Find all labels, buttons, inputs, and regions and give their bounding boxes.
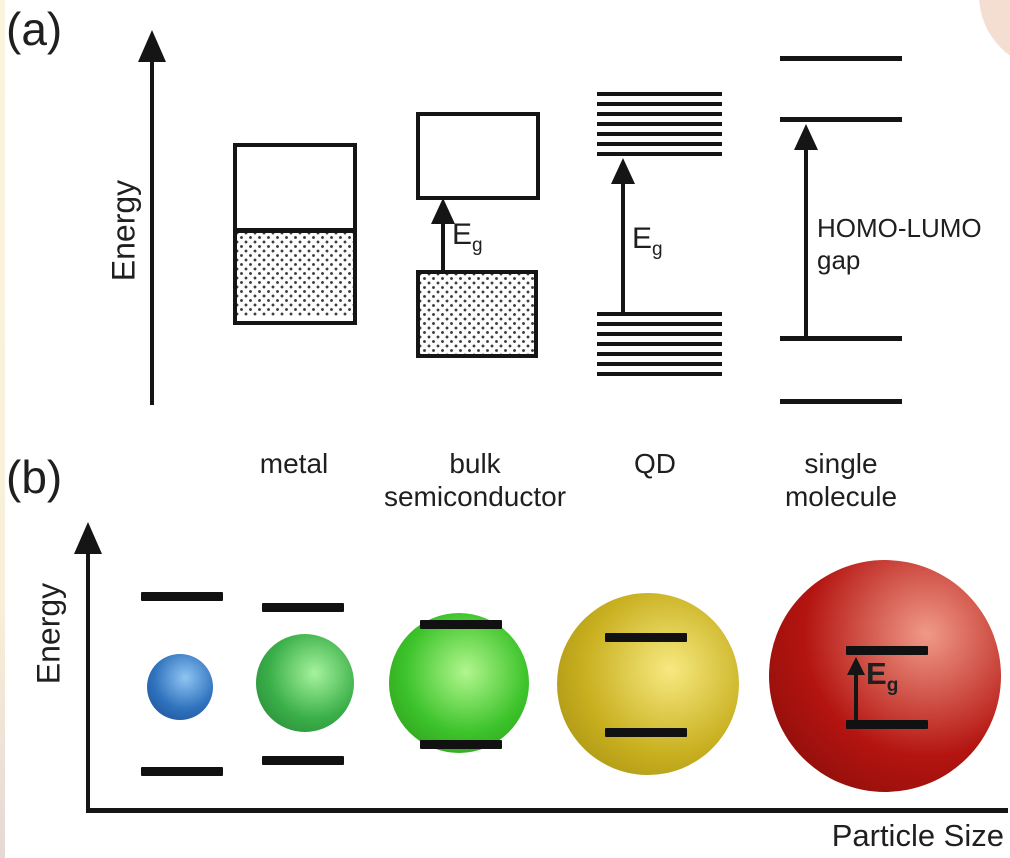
bulk-eg-symbol: E [452,218,473,251]
energy-level-line [597,132,722,136]
red-lower-level-bar [846,720,928,729]
energy-level-line [597,142,722,146]
red-eg-subscript: g [886,675,899,697]
corner-accent-shape [979,0,1010,70]
panel-a-label: (a) [6,3,63,55]
red-upper-level-bar [846,646,928,655]
qd-eg-symbol: E [632,222,653,255]
molecule-upper-level-line [780,56,902,61]
energy-axis-b-label: Energy [30,582,67,685]
label-bulk-semiconductor: bulk semiconductor [383,448,567,512]
homo-lumo-gap-line2: gap [817,245,861,275]
qd-lower-level-stack [597,312,722,376]
label-qd: QD [634,448,676,479]
sphere-green-medium [389,613,529,753]
molecule-homo-line [780,336,902,341]
green-medium-lower-level-bar [420,740,502,749]
label-metal: metal [259,448,329,479]
sphere-yellow [557,593,739,775]
qd-eg-arrowhead-icon [611,158,635,184]
energy-level-line [597,152,722,156]
left-edge-strip [0,0,5,858]
qd-eg-arrow-line [621,180,625,312]
energy-level-line [597,342,722,346]
label-single-molecule: single molecule [784,448,898,512]
sphere-blue [147,654,213,720]
energy-level-line [597,312,722,316]
energy-level-line [597,352,722,356]
energy-axis-a-arrowhead-icon [138,30,166,62]
particle-size-axis-line [86,808,1008,813]
metal-band-box [233,143,357,325]
molecule-gap-arrowhead-icon [794,124,818,150]
homo-lumo-gap-label: HOMO-LUMO gap [817,212,982,276]
yellow-upper-level-bar [605,633,687,642]
red-eg-symbol: E [866,656,887,691]
energy-axis-a-line [150,58,154,405]
bulk-conduction-band-box [416,112,540,200]
particle-size-axis-label: Particle Size [831,818,1004,853]
green-medium-upper-level-bar [420,620,502,629]
energy-axis-b-arrowhead-icon [74,522,102,554]
energy-axis-a-label: Energy [105,179,142,282]
energy-axis-b-line [86,550,90,812]
red-eg-arrow-line [854,673,858,720]
red-eg-arrowhead-icon [847,657,865,675]
energy-level-line [597,92,722,96]
yellow-lower-level-bar [605,728,687,737]
energy-level-line [597,332,722,336]
blue-lower-level-bar [141,767,223,776]
metal-filled-band [237,233,353,316]
bulk-eg-label: Eg [452,218,483,257]
bulk-eg-arrowhead-icon [431,198,455,224]
green-small-upper-level-bar [262,603,344,612]
energy-level-line [597,372,722,376]
energy-level-line [597,102,722,106]
red-eg-label: Eg [866,656,898,697]
panel-b-label: (b) [6,451,63,503]
bulk-eg-subscript: g [472,235,483,256]
energy-level-line [597,112,722,116]
sphere-red [769,560,1001,792]
energy-level-line [597,362,722,366]
molecule-gap-arrow-line [804,148,808,338]
bulk-eg-arrow-line [441,222,445,270]
qd-eg-label: Eg [632,222,663,261]
energy-level-line [597,122,722,126]
sphere-green-small [256,634,354,732]
green-small-lower-level-bar [262,756,344,765]
blue-upper-level-bar [141,592,223,601]
bulk-valence-band-box [416,270,538,358]
molecule-lower-level-line [780,399,902,404]
molecule-lumo-line [780,117,902,122]
qd-eg-subscript: g [652,239,663,260]
qd-upper-level-stack [597,92,722,156]
homo-lumo-gap-line1: HOMO-LUMO [817,213,982,243]
metal-empty-band [237,147,353,233]
energy-level-line [597,322,722,326]
